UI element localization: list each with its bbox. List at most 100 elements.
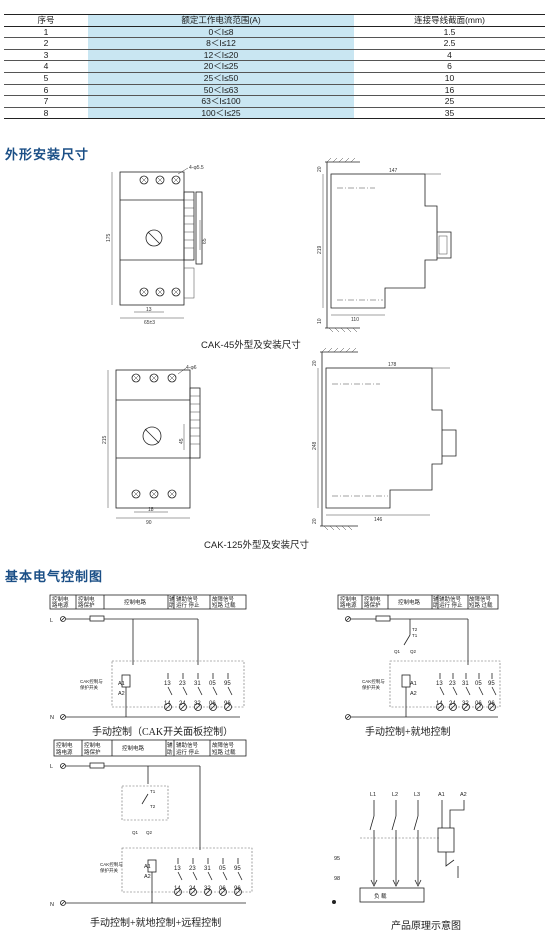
svg-text:4-φ5.5: 4-φ5.5 (189, 165, 204, 171)
terminal-label-top: 95 (488, 681, 495, 687)
row-current-range: 12＜I≤20 (88, 49, 354, 62)
svg-text:控制电: 控制电 (78, 595, 95, 603)
terminal-label-bottom: 06 (209, 701, 216, 707)
svg-text:L: L (50, 764, 53, 770)
terminal-screw-icon (174, 888, 182, 896)
svg-text:110: 110 (351, 317, 359, 323)
phase-label: L1 (370, 792, 376, 798)
cak45-side-view: 147 219 20 10 110 (317, 157, 452, 333)
diagram-manual-control: 控制电 路电源 控制电 路保护 控制电路 辅 助 辅助信号 运行 停止 故障信号… (49, 594, 247, 721)
terminal-screw-icon (189, 888, 197, 896)
terminal-screw-icon (194, 703, 202, 711)
terminal-label-top: 05 (475, 681, 482, 687)
row-index: 2 (4, 37, 88, 50)
section-title-dimensions: 外形安装尺寸 (5, 147, 90, 162)
svg-text:146: 146 (374, 517, 383, 523)
phase-label: L2 (392, 792, 398, 798)
terminal-label-top: 13 (436, 681, 443, 687)
row-index: 5 (4, 72, 88, 85)
terminal-screw-icon (449, 703, 457, 711)
svg-text:95: 95 (334, 856, 340, 862)
svg-text:CAK控制与: CAK控制与 (80, 678, 103, 685)
row-current-range: 8＜I≤12 (88, 37, 354, 50)
svg-text:20: 20 (312, 518, 318, 524)
terminal-screw-icon (234, 888, 242, 896)
row-current-range: 50＜I≤63 (88, 84, 354, 97)
terminal-label-top: 31 (194, 681, 201, 687)
svg-text:18: 18 (148, 507, 154, 513)
phase-label: L3 (414, 792, 420, 798)
svg-text:助: 助 (169, 601, 175, 609)
svg-text:运行 停止: 运行 停止 (176, 601, 200, 609)
svg-text:保护开关: 保护开关 (100, 867, 118, 874)
terminal-label-bottom: 24 (449, 701, 456, 707)
terminal-screw-icon (179, 703, 187, 711)
svg-text:A1: A1 (118, 681, 125, 687)
svg-text:控制电: 控制电 (56, 741, 73, 749)
row-current-range: 0＜I≤8 (88, 26, 354, 39)
svg-text:控制电路: 控制电路 (124, 598, 147, 606)
terminal-screw-icon (219, 888, 227, 896)
svg-text:10: 10 (317, 318, 323, 324)
svg-text:控制电: 控制电 (340, 595, 357, 603)
row-wire-section: 10 (354, 72, 545, 85)
svg-text:控制电路: 控制电路 (398, 598, 421, 606)
row-current-range: 100＜I≤25 (88, 107, 354, 120)
terminal-label-top: 23 (179, 681, 186, 687)
phase-label: A1 (438, 792, 445, 798)
svg-text:A1: A1 (144, 864, 151, 870)
svg-text:248: 248 (312, 441, 318, 450)
svg-text:Q2: Q2 (146, 830, 153, 835)
row-index: 7 (4, 95, 88, 108)
svg-text:178: 178 (388, 362, 397, 368)
row-index: 8 (4, 107, 88, 120)
svg-text:Q1: Q1 (394, 649, 401, 654)
terminal-label-top: 13 (164, 681, 171, 687)
svg-text:N: N (50, 902, 54, 908)
svg-text:控制电: 控制电 (52, 595, 69, 603)
svg-text:219: 219 (317, 245, 323, 254)
svg-text:助: 助 (167, 748, 173, 756)
svg-text:175: 175 (106, 233, 112, 242)
svg-text:Q1: Q1 (132, 830, 139, 835)
svg-text:短路 过载: 短路 过载 (212, 601, 236, 609)
terminal-label-top: 05 (219, 866, 226, 872)
svg-text:路保护: 路保护 (84, 748, 101, 756)
row-wire-section: 35 (354, 107, 545, 120)
svg-text:辅: 辅 (433, 595, 439, 603)
terminal-screw-icon (462, 703, 470, 711)
row-wire-section: 6 (354, 60, 545, 73)
svg-text:65±3: 65±3 (144, 320, 155, 326)
svg-text:路电源: 路电源 (340, 601, 357, 609)
caption-cak125: CAK-125外型及安装尺寸 (204, 540, 310, 551)
diagram-manual-local-remote: 控制电 路电源 控制电 路保护 控制电路 辅 助 辅助信号 运行 停止 故障信号… (50, 739, 253, 908)
row-wire-section: 25 (354, 95, 545, 108)
svg-text:CAK控制与: CAK控制与 (100, 861, 123, 868)
svg-text:Q2: Q2 (410, 649, 417, 654)
terminal-label-top: 95 (234, 866, 241, 872)
col-section-header: 连接导线截面(mm) (354, 14, 545, 27)
row-current-range: 63＜I≤100 (88, 95, 354, 108)
terminal-label-bottom: 06 (219, 886, 226, 892)
svg-text:4-φ6: 4-φ6 (186, 365, 197, 371)
terminal-screw-icon (204, 888, 212, 896)
svg-text:CAK控制与: CAK控制与 (362, 678, 385, 685)
phase-label: A2 (460, 792, 467, 798)
svg-text:辅: 辅 (169, 595, 175, 603)
svg-text:短路 过载: 短路 过载 (212, 748, 236, 756)
terminal-screw-icon (224, 703, 232, 711)
terminal-label-bottom: 14 (174, 886, 181, 892)
svg-text:13: 13 (146, 307, 152, 313)
terminal-screw-icon (488, 703, 496, 711)
row-wire-section: 16 (354, 84, 545, 97)
row-current-range: 20＜I≤25 (88, 60, 354, 73)
svg-text:98: 98 (334, 876, 340, 882)
svg-text:路电源: 路电源 (56, 748, 73, 756)
table-header-row: 序号 额定工作电流范围(A) 连接导线截面(mm) (4, 14, 545, 27)
svg-text:保护开关: 保护开关 (362, 684, 380, 691)
svg-text:短路 过载: 短路 过载 (469, 601, 493, 609)
terminal-label-bottom: 96 (488, 701, 495, 707)
row-wire-section: 4 (354, 49, 545, 62)
col-current-header: 额定工作电流范围(A) (88, 14, 354, 27)
